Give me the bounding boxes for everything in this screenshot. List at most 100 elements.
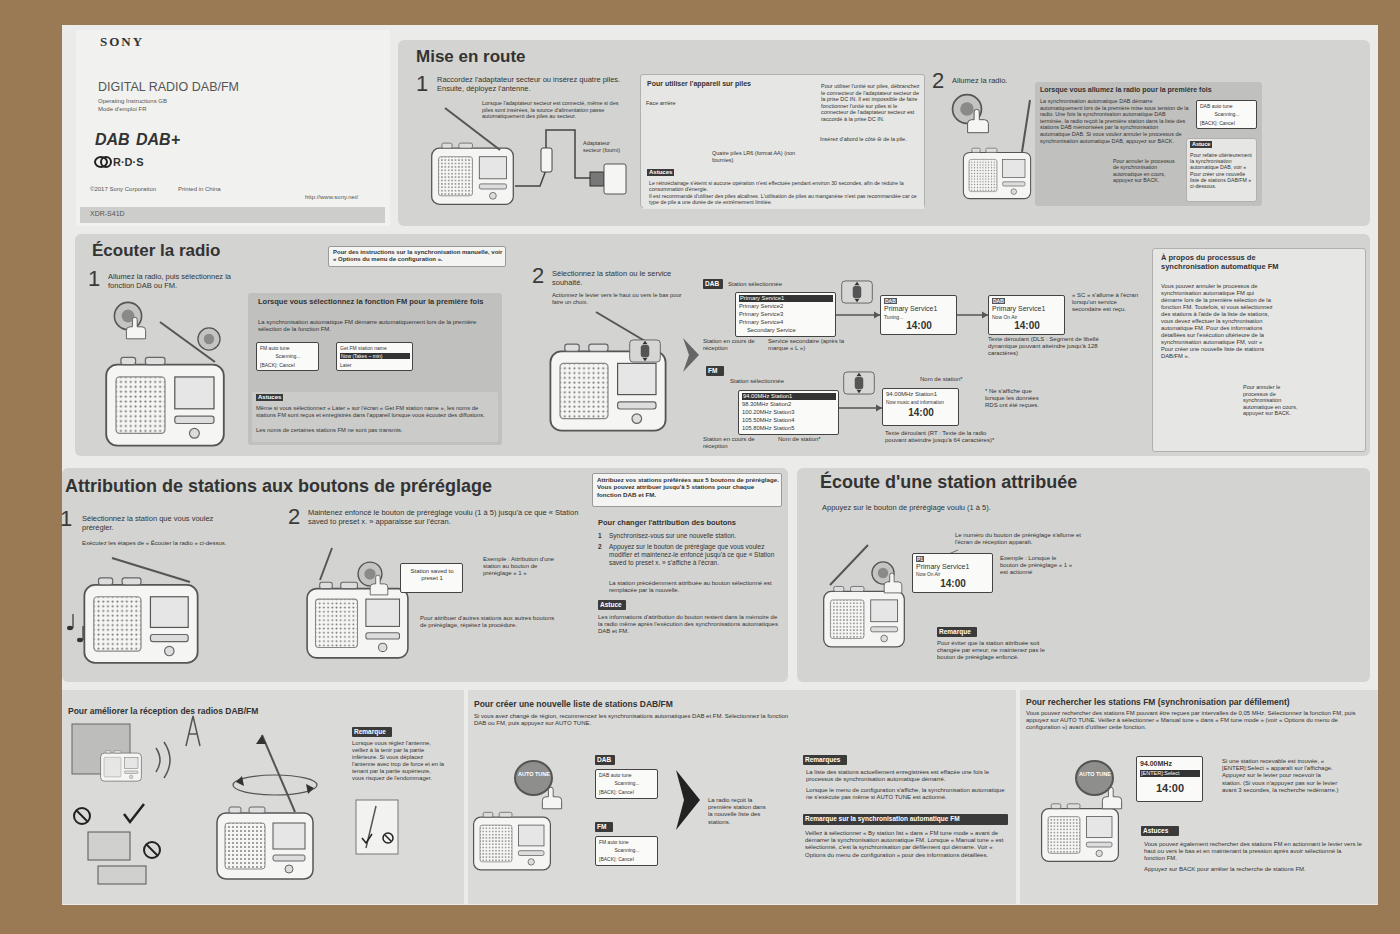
step-number: 2 xyxy=(932,70,944,92)
panel-fill xyxy=(80,207,385,223)
antenna xyxy=(320,548,332,580)
label-text: « SC » s'allume à l'écran lorsqu'un serv… xyxy=(1072,292,1140,314)
step-number: 2 xyxy=(288,506,300,528)
label-text: ©2017 Sony Corporation xyxy=(90,186,156,193)
info-box: AstucePour refaire ultérieurement la syn… xyxy=(1186,138,1257,202)
label-text: Lorsque l'adaptateur secteur est connect… xyxy=(482,100,627,120)
lever-icon xyxy=(844,372,875,394)
step-number: 1 xyxy=(416,73,428,95)
check-mark xyxy=(124,804,144,822)
box-heading: Remarque xyxy=(354,728,386,736)
display-screen: FM auto tuneScanning...[BACK]: Cancel xyxy=(595,836,658,866)
screen-text: 98.30MHz Station2 xyxy=(742,401,836,408)
screen-text: Primary Service1 xyxy=(884,305,954,313)
label-text: Lorsque vous réglez l'antenne, veillez à… xyxy=(352,740,444,782)
screen-text: Tuning... xyxy=(884,314,954,320)
step-number: 1 xyxy=(60,508,72,530)
box-heading: Lorsque vous sélectionnez la fonction FM… xyxy=(258,297,493,306)
tag-label: DAB xyxy=(595,755,615,765)
box-heading: XDR-S41D xyxy=(90,210,125,218)
box-heading: Attribuez vos stations préférées aux 5 b… xyxy=(597,476,779,498)
display-screen: 94.00MHz Station198.30MHz Station2100.20… xyxy=(738,390,839,435)
label-text: Vous pouvez également rechercher des sta… xyxy=(1144,841,1364,863)
box-heading: DAB xyxy=(597,756,611,764)
section-panel: Écouter la radioPour des instructions su… xyxy=(75,234,1370,456)
screen-text: 14:00 xyxy=(886,407,956,419)
tip-box: AstucesLe rétroéclairage s'éteint si auc… xyxy=(643,167,924,209)
screen-text: Scanning... xyxy=(599,780,655,786)
rotation-path xyxy=(233,775,317,795)
box-heading: À propos du processus de synchronisation… xyxy=(1161,253,1286,271)
display-screen: 94.00MHz Station1Now music and informati… xyxy=(882,388,959,426)
box-heading: Remarques xyxy=(805,756,840,764)
transmitter-tower xyxy=(186,716,200,746)
label-text: La radio reçoit la première station dans… xyxy=(708,797,766,826)
display-screen: DABPrimary Service1Now On Air14:00 xyxy=(988,295,1065,335)
tag-label: Remarque xyxy=(352,727,392,737)
detail-box xyxy=(356,800,398,854)
display-screen: DAB auto tuneScanning...[BACK]: Cancel xyxy=(1196,100,1257,129)
box-text: La synchronisation automatique FM démarr… xyxy=(258,319,493,333)
antenna xyxy=(262,735,295,812)
section-panel: Écoute d'une station attribuéeP1Primary … xyxy=(797,468,1370,682)
label-text: Allumez la radio. xyxy=(952,76,1007,85)
arrow xyxy=(236,776,244,786)
antenna xyxy=(830,545,868,585)
model-band: XDR-S41D xyxy=(80,207,385,223)
dc-plug xyxy=(541,148,552,172)
box-text: Les noms de certaines stations FM ne son… xyxy=(256,427,494,434)
label-text: Si vous avez changé de région, recommenc… xyxy=(474,713,794,727)
screen-text: FM auto tune xyxy=(599,839,655,845)
arrow xyxy=(306,784,314,794)
label-text: 1 xyxy=(598,532,602,540)
hand xyxy=(370,575,388,595)
box-text: La synchronisation automatique DAB démar… xyxy=(1040,98,1190,144)
connector-arrow xyxy=(839,405,882,412)
label-text: DAB+ xyxy=(136,130,180,149)
tag-label: Remarque sur la synchronisation automati… xyxy=(803,814,1008,825)
tag-label: Astuces xyxy=(1141,826,1179,836)
panel-fill xyxy=(62,468,788,682)
label-text: Pour annuler le processus de synchronisa… xyxy=(1113,158,1181,183)
box-heading: Remarque xyxy=(939,628,971,636)
screen-text: 105.80MHz Station5 xyxy=(742,425,836,432)
note-head xyxy=(67,626,73,630)
label-text: Le numéro du bouton de préréglage s'allu… xyxy=(955,532,1085,546)
radio-drawing xyxy=(432,143,514,204)
label-text: Pour changer l'attribution des boutons xyxy=(598,518,736,527)
cover-area xyxy=(76,30,390,226)
no-sign xyxy=(76,810,88,822)
label-text: Exemple : Lorsque le bouton de préréglag… xyxy=(1000,555,1075,577)
box-text: Pour utiliser l'unité sur piles, débranc… xyxy=(821,83,921,123)
note-stem xyxy=(72,614,73,628)
round-button: AUTO TUNE xyxy=(1075,760,1114,796)
display-screen: DAB auto tuneScanning...[BACK]: Cancel xyxy=(595,769,658,799)
note-box: Attribuez vos stations préférées aux 5 b… xyxy=(592,473,782,507)
label-text: SONY xyxy=(100,34,144,50)
label-text: Raccordez l'adaptateur secteur ou insére… xyxy=(437,75,632,93)
radio-drawing xyxy=(1042,804,1119,862)
chevron-arrow xyxy=(676,770,700,830)
screen-text: 94.00MHz Station1 xyxy=(742,393,836,400)
radio-drawing xyxy=(106,357,224,445)
signal-waves xyxy=(156,742,170,778)
lever-icon xyxy=(842,281,873,303)
box-heading: Astuce xyxy=(600,601,622,609)
box-heading: Pour des instructions sur la synchronisa… xyxy=(333,249,503,263)
section-heading: Écoute d'une station attribuée xyxy=(820,472,1077,494)
screen-text: DAB auto tune xyxy=(599,772,655,778)
box-heading: Astuces xyxy=(647,169,674,176)
tag-label: Remarque xyxy=(937,627,977,637)
connector-arrow xyxy=(836,312,880,319)
screen-text: 94.00MHz xyxy=(1140,760,1200,768)
screen-text: Primary Service1 xyxy=(916,563,990,571)
screen-text: P1 xyxy=(916,556,924,562)
label-text: Les informations d'attribution du bouton… xyxy=(598,614,783,636)
lever-icon xyxy=(630,340,661,362)
arrow xyxy=(256,735,266,744)
label-text: Appuyez sur le bouton de préréglage voul… xyxy=(822,503,991,512)
rds-logo xyxy=(101,157,111,167)
music-note xyxy=(67,614,83,642)
display-screen: FM auto tuneScanning...[BACK]: Cancel xyxy=(256,342,319,371)
function-button xyxy=(198,328,220,350)
